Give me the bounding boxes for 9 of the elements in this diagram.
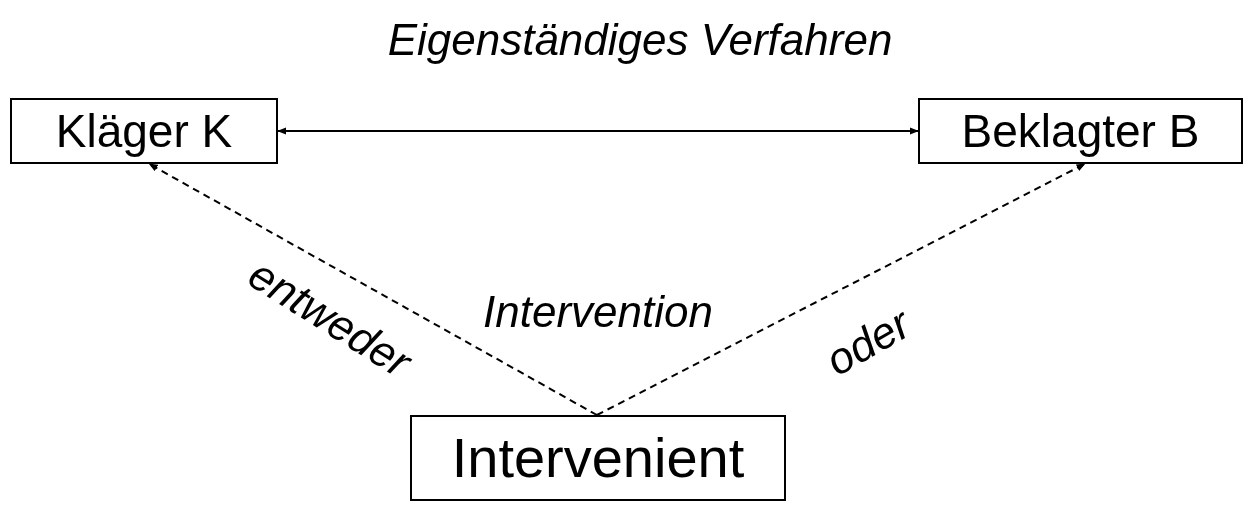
party-box: Beklagter B <box>918 98 1243 164</box>
party-box: Kläger K <box>10 98 278 164</box>
edge-label: oder <box>818 300 918 384</box>
dashed-arrow <box>148 163 598 416</box>
label-text: Intervention <box>483 290 713 334</box>
dashed-arrow <box>595 163 1086 416</box>
arrow <box>277 127 919 135</box>
edge-label: Eigenständiges Verfahren <box>387 18 893 62</box>
party-box: Intervenient <box>410 415 786 501</box>
